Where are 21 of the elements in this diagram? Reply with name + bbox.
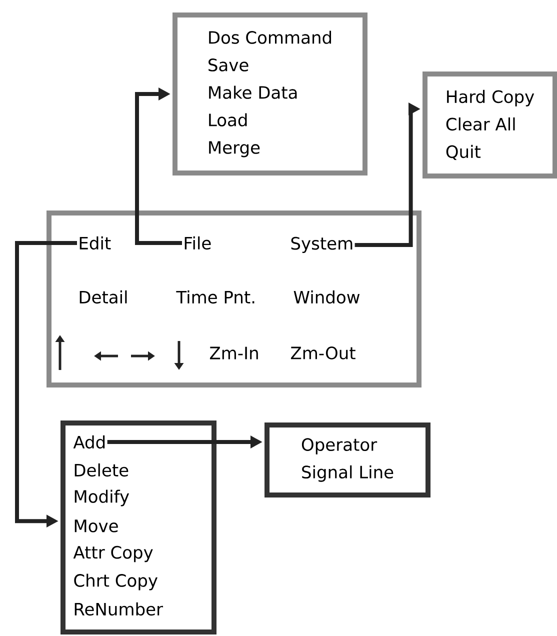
menu-item: Move [74,520,118,532]
menu-item: Time Pnt. [176,290,254,304]
menu-item: Edit [80,236,111,250]
menu-item: File [184,236,211,250]
menu-item: Delete [74,463,128,477]
menu-item: System [291,236,352,254]
menu-item: Detail [80,290,127,304]
menu-item: Attr Copy [73,546,153,562]
menu-item: Add [73,435,105,449]
arrow [135,88,182,245]
menu-item: Chrt Copy [74,574,158,590]
menu-item: Window [294,290,360,304]
menu-box [60,420,216,634]
menu-box: Hard Copy Clear All Quit [422,72,557,178]
menu-item: ReNumber [74,602,164,616]
menu-box: Dos Command Save Make Data Load Merge [172,12,368,176]
menu-item: Zm-Out [290,346,356,360]
menu-box [46,210,422,388]
menu-box: Operator Signal Line [264,422,430,498]
menu-item: Zm-In [210,346,258,360]
menu-item: Modify [74,490,130,506]
